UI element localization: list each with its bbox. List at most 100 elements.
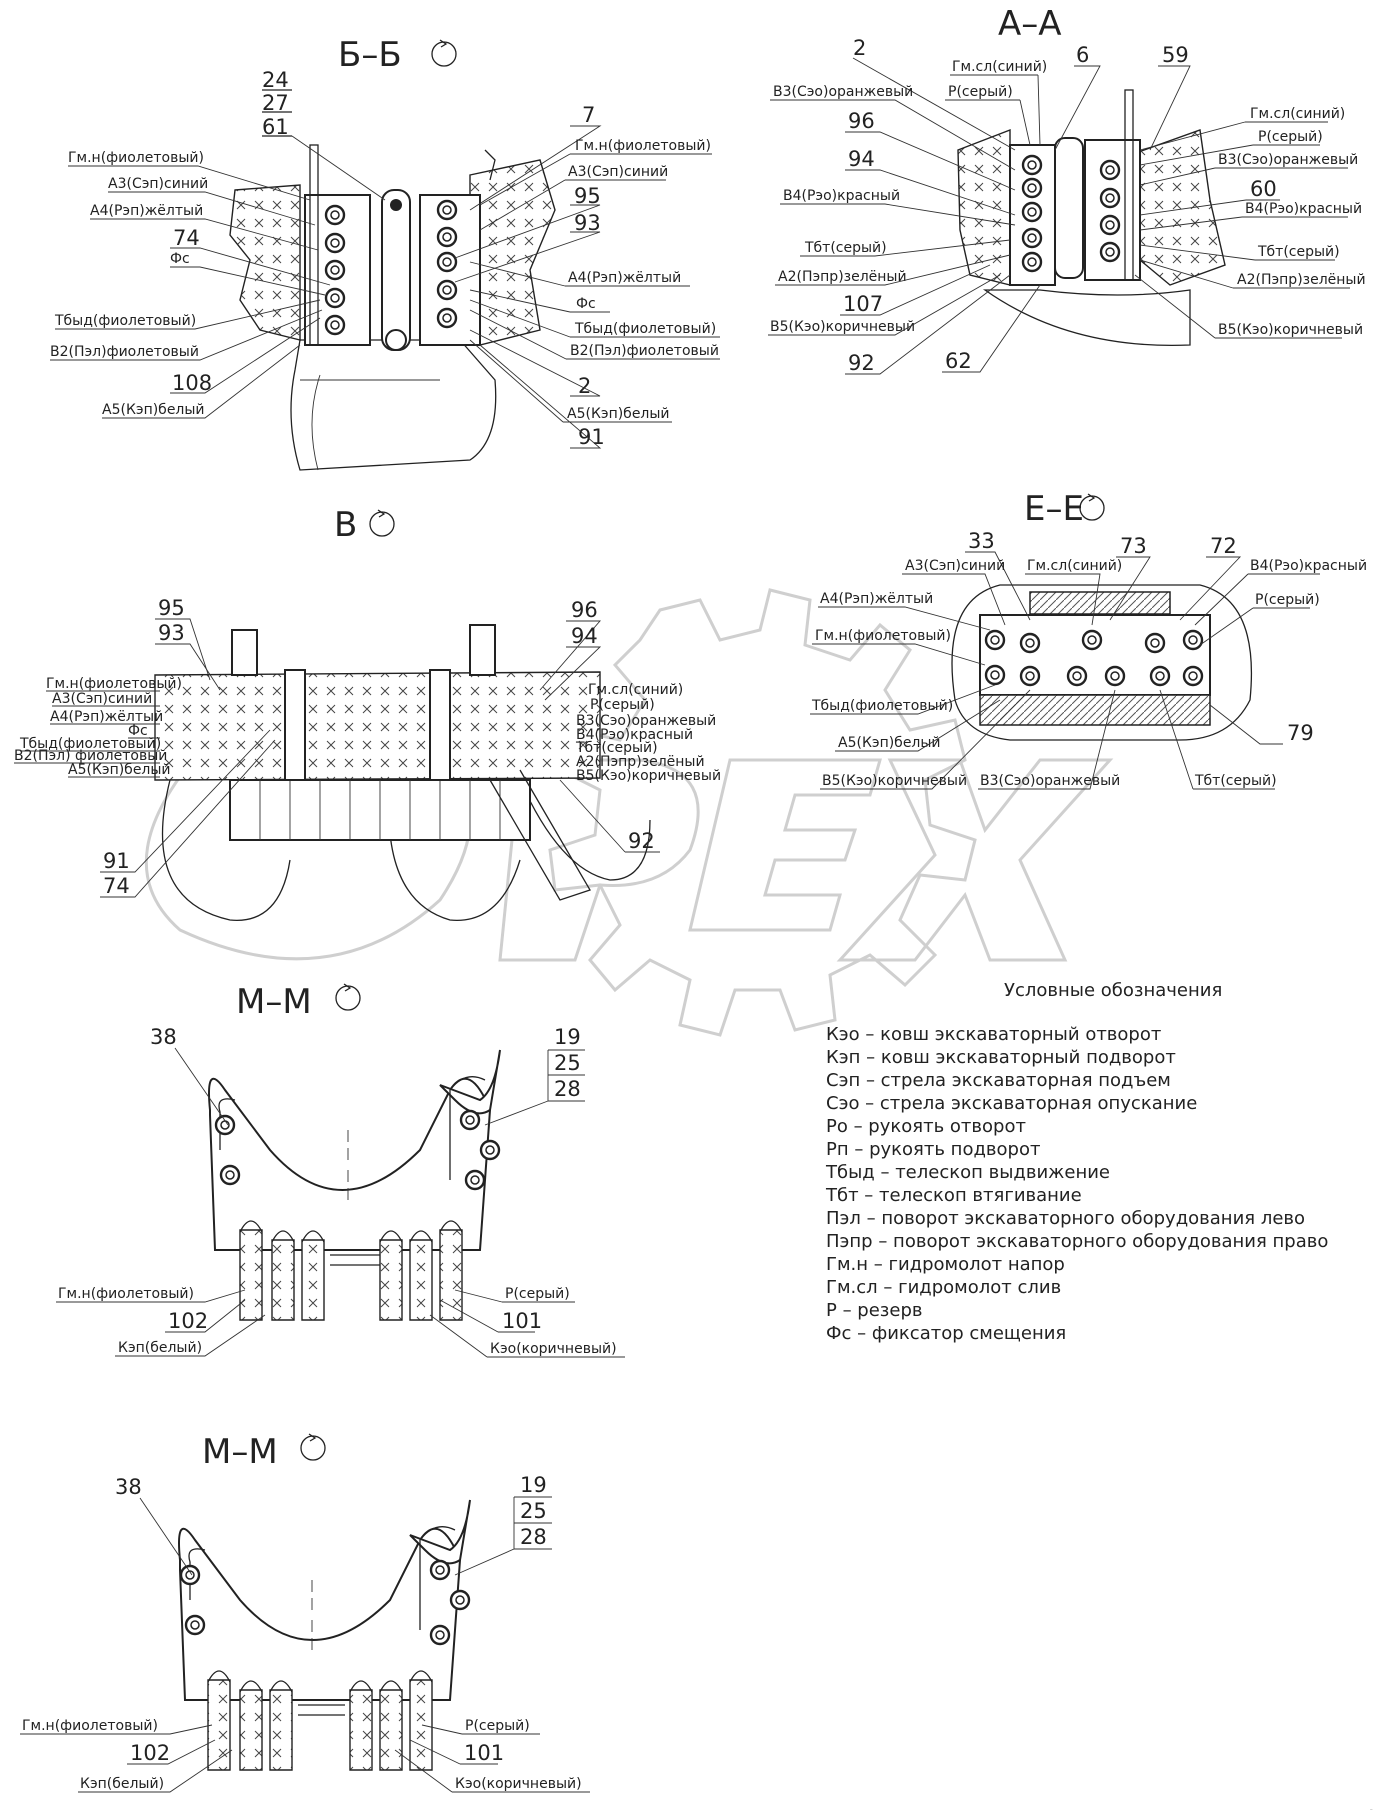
aa-label: Р(серый) [1258,129,1323,145]
ee-label: А3(Сэп)синий [905,558,1005,574]
view-bb-title: Б–Б [338,35,402,75]
v-number: 74 [103,874,130,898]
rotation-icon [335,983,361,1011]
ee-label: А5(Кэп)белый [838,735,941,751]
mm1-top-plates [218,1076,486,1180]
v-label: Фс [128,723,148,739]
mm2-number: 102 [130,1741,170,1765]
bb-hoses-right [469,159,556,346]
view-mm-1-title: М–М [236,982,312,1022]
ee-label: В3(Сэо)оранжевый [980,773,1120,789]
legend-item: Пэл – поворот экскаваторного оборудовани… [826,1208,1305,1229]
legend-item: Пэпр – поворот экскаваторного оборудован… [826,1231,1328,1252]
ee-label: Гм.н(фиолетовый) [815,628,951,644]
bb-label: А3(Сэп)синий [568,164,668,180]
aa-label: В5(Кэо)коричневый [1218,322,1363,338]
aa-label: А2(Пэпр)зелёный [778,269,907,285]
rotation-icon [369,509,395,537]
aa-hoses-left [957,128,1011,286]
legend-item: Р – резерв [826,1300,922,1321]
v-hose-loop-right [519,779,651,881]
bb-number: 2 [578,374,591,398]
rotation-icon [300,1433,326,1461]
v-hose-bundle [154,671,601,781]
mm1-number: 28 [554,1077,581,1101]
bb-number: 7 [582,103,595,127]
bb-pin-bottom [385,329,407,351]
aa-label: Тбт(серый) [1257,244,1340,260]
bb-number: 95 [574,184,601,208]
mm1-label: Кэп(белый) [118,1340,202,1356]
ee-top-bar [1029,591,1171,615]
mm2-side-arm-right [409,1499,471,1565]
aa-number: 92 [848,351,875,375]
bb-label: Фс [576,296,596,312]
ee-number: 73 [1120,534,1147,558]
bb-number: 74 [173,226,200,250]
ee-outline [951,584,1253,741]
view-v-title: В [334,505,357,545]
mm2-label: Кэо(коричневый) [455,1776,582,1792]
ee-base-plate [979,694,1211,726]
mm2-number: 25 [520,1499,547,1523]
rotation-icon [431,39,457,67]
view-mm-1: М–М 38 19 25 28 102 101 Гм.н(фиолетовый) [56,982,625,1358]
bb-number: 61 [262,115,289,139]
v-label: В5(Кэо)коричневый [576,768,721,784]
legend-item: Сэп – стрела экскаваторная подъем [826,1070,1171,1091]
v-label: А3(Сэп)синий [52,691,152,707]
watermark-letter-p [498,758,700,962]
mm1-label: Р(серый) [505,1286,570,1302]
mm1-number: 101 [502,1309,542,1333]
v-number: 96 [571,598,598,622]
mm2-hose-loops [207,1670,433,1771]
bb-label: Гм.н(фиолетовый) [68,150,204,166]
legend-item: Тбыд – телескоп выдвижение [825,1162,1110,1183]
bb-label: Тбыд(фиолетовый) [54,313,196,329]
watermark-gear-outline [548,588,977,1037]
aa-hoses-right [1129,129,1226,286]
aa-label: Тбт(серый) [804,240,887,256]
ee-label: Тбт(серый) [1194,773,1277,789]
ee-label: В5(Кэо)коричневый [822,773,967,789]
mm1-label: Кэо(коричневый) [490,1341,617,1357]
bb-center-link [381,189,411,351]
legend-item: Тбт – телескоп втягивание [825,1185,1082,1206]
aa-center-link [1054,137,1084,279]
aa-label: В4(Рэо)красный [1245,201,1362,217]
bb-plate [309,144,319,346]
view-mm-2: М–М 38 19 25 28 102 101 Гм.н(фиолетовый) [20,1432,590,1793]
aa-label: Р(серый) [948,84,1013,100]
bb-number-stack [262,89,292,137]
watermark-letter-e [688,758,882,932]
aa-label: Гм.сл(синий) [952,59,1047,75]
legend-item: Кэо – ковш экскаваторный отворот [826,1024,1161,1045]
v-label: Гм.н(фиолетовый) [46,676,182,692]
aa-label: А2(Пэпр)зелёный [1237,272,1366,288]
bb-label: Фс [170,251,190,267]
mm1-number: 38 [150,1025,177,1049]
v-label: В4(Рэо)красный [576,727,693,743]
ee-label: Тбыд(фиолетовый) [811,698,953,714]
bb-body [290,339,497,471]
legend: Условные обозначения Кэо – ковш экскават… [825,980,1328,1344]
aa-number: 94 [848,147,875,171]
view-aa-title: А–А [998,4,1062,44]
v-label: В2(Пэл) фиолетовый [14,748,167,764]
mm2-top-plates [188,1526,456,1630]
v-clamp-left [284,669,306,781]
v-bracket-left [231,629,258,676]
v-valve-stack-grid [259,780,501,840]
v-clamp-right [429,669,451,781]
bb-label: Тбыд(фиолетовый) [574,321,716,337]
legend-item: Сэо – стрела экскаваторная опускание [826,1093,1197,1114]
v-bracket-right [469,624,496,676]
aa-label: В4(Рэо)красный [783,188,900,204]
aa-number: 62 [945,349,972,373]
bb-body-inner [300,374,440,471]
watermark-text: OPEX [1370,1809,1373,1811]
ee-block [979,614,1211,696]
v-number: 94 [571,624,598,648]
watermark-letter-x [836,758,1114,962]
